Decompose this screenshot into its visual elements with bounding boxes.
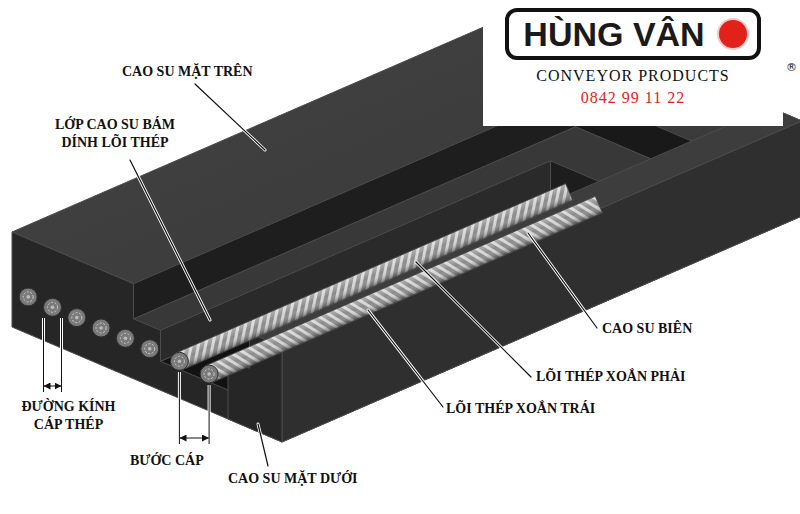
cable-end xyxy=(19,288,37,306)
leader-line xyxy=(130,160,210,320)
brand-tagline: CONVEYOR PRODUCTS xyxy=(536,66,729,86)
cable-shading xyxy=(176,184,573,370)
part-label: CAO SU MẶT TRÊN xyxy=(122,63,253,81)
cable-end xyxy=(170,352,188,370)
leader-lines xyxy=(130,84,597,466)
registered-mark: ® xyxy=(786,62,797,74)
label-anchor: LÕI THÉP XOẮN TRÁI xyxy=(446,400,595,418)
brand-name: HÙNG VÂN xyxy=(523,14,704,54)
cable-end xyxy=(44,298,62,316)
logo-badge: HÙNG VÂN xyxy=(505,8,760,60)
cable-end xyxy=(116,329,134,347)
part-label: CAO SU BIÊN xyxy=(602,320,692,338)
part-label: CAO SU MẶT DƯỚI xyxy=(228,470,358,488)
dimension-pitch xyxy=(179,372,209,444)
leader-line xyxy=(368,310,443,407)
cable-end xyxy=(141,340,159,358)
label-anchor: CAO SU BIÊN xyxy=(602,320,692,338)
label-anchor: BƯỚC CÁP xyxy=(130,452,204,470)
dimension-label: ĐƯỜNG KÍNH CÁP THÉP xyxy=(6,398,131,434)
belt-body xyxy=(12,6,800,442)
logo-red-dot xyxy=(719,20,747,48)
cable-end xyxy=(200,365,218,383)
leader-line xyxy=(195,84,265,150)
cable-sections xyxy=(19,288,159,358)
cable-end xyxy=(68,309,86,327)
dimension-label: BƯỚC CÁP xyxy=(130,452,204,470)
label-anchor: LỚP CAO SU BÁM DÍNH LÕI THÉP xyxy=(40,116,190,152)
label-anchor: LÕI THÉP XOẮN PHẢI xyxy=(536,368,686,386)
cable-end xyxy=(92,319,110,337)
right-lay-cable xyxy=(170,184,572,371)
logo-box: HÙNG VÂN CONVEYOR PRODUCTS0842 99 11 22 xyxy=(483,0,783,126)
dimension-diameter xyxy=(44,318,62,392)
part-label: LÕI THÉP XOẮN TRÁI xyxy=(446,400,595,418)
phone-number: 0842 99 11 22 xyxy=(581,88,685,108)
part-label: LỚP CAO SU BÁM DÍNH LÕI THÉP xyxy=(40,116,190,152)
label-anchor: ĐƯỜNG KÍNH CÁP THÉP xyxy=(6,398,131,434)
leader-line xyxy=(416,262,531,377)
cable-strands xyxy=(176,184,573,370)
leader-line xyxy=(258,424,268,466)
part-label: LÕI THÉP XOẮN PHẢI xyxy=(536,368,686,386)
leader-line xyxy=(528,233,597,328)
label-anchor: CAO SU MẶT TRÊN xyxy=(122,63,253,81)
label-anchor: CAO SU MẶT DƯỚI xyxy=(228,470,358,488)
label-anchor: ® xyxy=(786,62,797,74)
